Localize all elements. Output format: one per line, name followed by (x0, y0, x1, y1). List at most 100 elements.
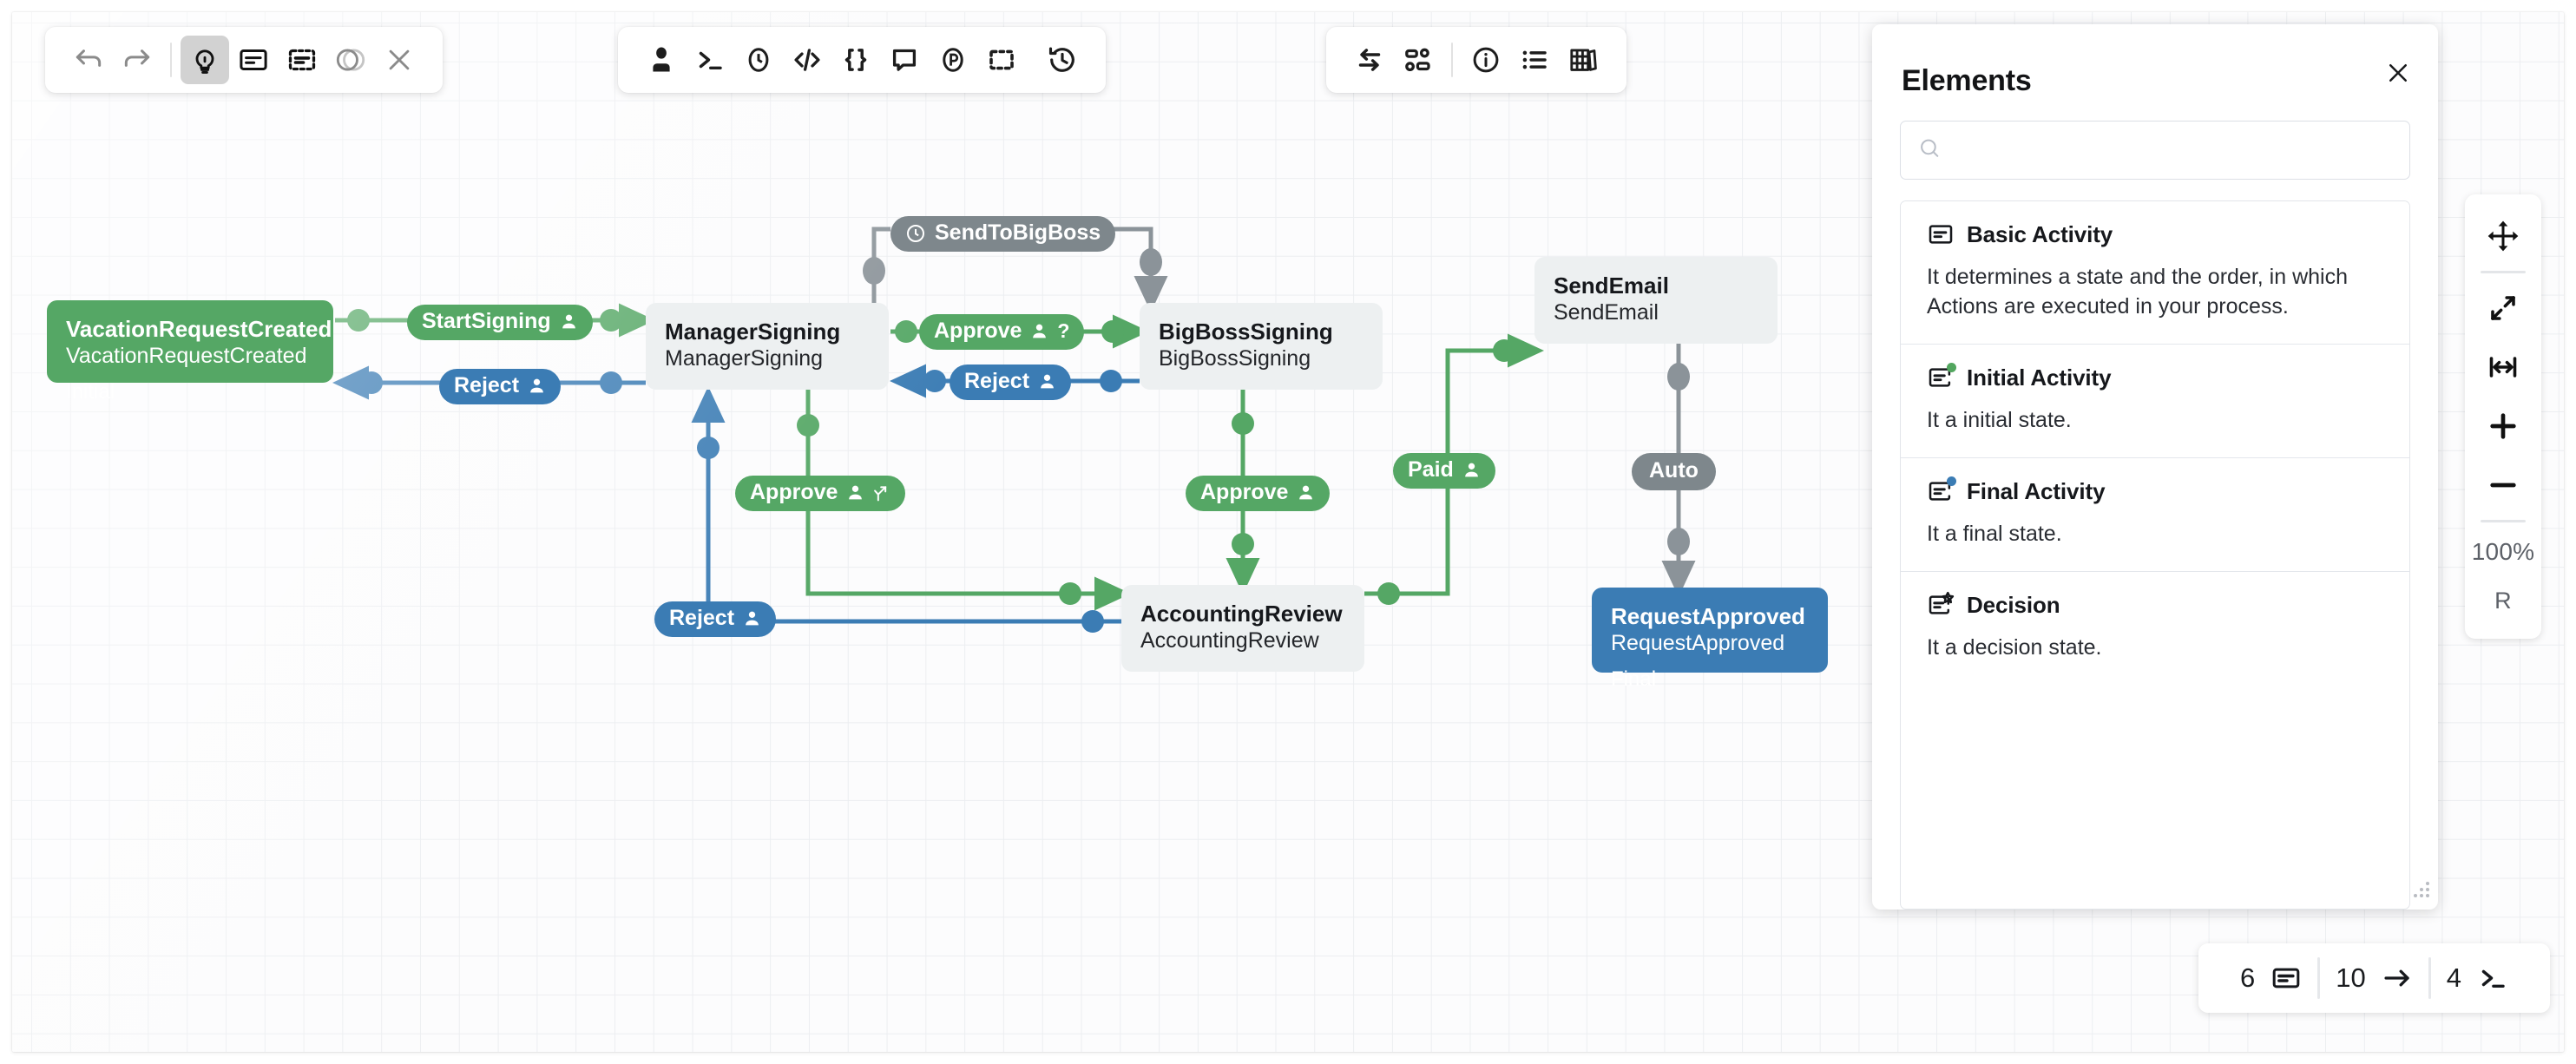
status-activities[interactable]: 6 (2224, 962, 2317, 994)
swap-icon[interactable] (1345, 36, 1394, 84)
select-region-icon[interactable] (278, 36, 326, 84)
terminal-icon (2477, 962, 2508, 994)
zoom-out-icon[interactable] (2474, 456, 2532, 515)
activities-count: 6 (2240, 962, 2256, 993)
element-item-basic-activity[interactable]: Basic Activity It determines a state and… (1901, 201, 2409, 345)
panel-resize-handle[interactable] (2410, 882, 2429, 901)
zoom-level-label: 100% (2471, 538, 2535, 565)
braces-icon[interactable] (831, 36, 880, 84)
main-toolbar (45, 27, 443, 93)
actor-icon[interactable] (637, 36, 686, 84)
fit-width-icon[interactable] (2474, 338, 2532, 397)
actor-icon (560, 312, 578, 331)
view-toolbar (1326, 27, 1626, 93)
transition-startsigning[interactable]: StartSigning (407, 305, 593, 340)
element-description: It determines a state and the order, in … (1927, 265, 2348, 319)
element-header: Final Activity (1927, 476, 2383, 505)
node-title: RequestApproved (1611, 603, 1805, 629)
commands-count: 4 (2446, 962, 2461, 993)
actor-icon (1297, 483, 1315, 502)
element-item-decision[interactable]: Decision It a decision state. (1901, 572, 2409, 685)
element-description: It a decision state. (1927, 635, 2102, 660)
transition-approve-manager-to-bigboss[interactable]: Approve ? (919, 314, 1085, 350)
element-title: Initial Activity (1967, 364, 2112, 391)
parameter-icon[interactable] (929, 36, 977, 84)
activity-node-sendemail[interactable]: SendEmail SendEmail (1534, 257, 1778, 344)
activity-node-vacationrequestcreated[interactable]: VacationRequestCreated VacationRequestCr… (47, 300, 333, 404)
transition-auto[interactable]: Auto (1632, 453, 1716, 490)
close-icon[interactable] (375, 36, 424, 84)
zoom-reset-button[interactable]: R (2494, 587, 2512, 614)
terminal-icon[interactable] (686, 36, 734, 84)
fit-screen-icon[interactable] (2474, 279, 2532, 338)
transition-reject-accounting-to-manager[interactable]: Reject (654, 601, 777, 637)
final-activity-icon (1927, 476, 1956, 505)
transition-label: Paid (1408, 457, 1454, 482)
history-icon[interactable] (1038, 36, 1087, 84)
zoom-divider (2481, 520, 2526, 522)
activity-node-bigbosssigning[interactable]: BigBossSigning BigBossSigning (1140, 303, 1383, 390)
zoom-in-icon[interactable] (2474, 397, 2532, 456)
status-dot (1947, 363, 1956, 372)
element-title: Decision (1967, 591, 2060, 618)
transition-reject-manager-to-created[interactable]: Reject (439, 369, 562, 404)
layout-icon[interactable] (1394, 36, 1442, 84)
activity-node-requestapproved[interactable]: RequestApproved RequestApproved Final (1592, 588, 1828, 691)
activity-icon[interactable] (229, 36, 278, 84)
timer-icon[interactable] (734, 36, 783, 84)
transition-label: Reject (964, 369, 1030, 393)
search-input[interactable] (1949, 138, 2409, 162)
node-title: BigBossSigning (1159, 319, 1333, 345)
status-transitions[interactable]: 10 (2320, 962, 2428, 994)
undo-icon[interactable] (64, 36, 113, 84)
transition-label: Approve (750, 480, 838, 504)
condition-question-icon: ? (1057, 319, 1070, 342)
transition-label: Reject (669, 606, 735, 630)
element-header: Initial Activity (1927, 363, 2383, 391)
activity-node-managersigning[interactable]: ManagerSigning ManagerSigning (646, 303, 889, 390)
transition-paid[interactable]: Paid (1393, 453, 1495, 489)
node-subtitle: BigBossSigning (1159, 345, 1311, 371)
transition-label: Auto (1649, 458, 1699, 483)
code-icon[interactable] (783, 36, 831, 84)
arrow-right-icon (2382, 962, 2413, 994)
zoom-divider (2481, 271, 2526, 273)
search-box[interactable] (1900, 121, 2410, 180)
comment-icon[interactable] (880, 36, 929, 84)
elements-panel: Elements (1872, 24, 2438, 910)
node-kind: Final (1611, 667, 1657, 691)
element-description: It a final state. (1927, 522, 2062, 546)
transition-approve-bigboss-to-accounting[interactable]: Approve (1186, 476, 1331, 511)
info-icon[interactable] (1462, 36, 1510, 84)
element-item-final-activity[interactable]: Final Activity It a final state. (1901, 458, 2409, 572)
transition-sendtobigboss[interactable]: SendToBigBoss (890, 216, 1116, 252)
element-header: Decision (1927, 591, 2383, 619)
zoom-toolbar: 100% R (2465, 194, 2541, 639)
dashed-box-icon[interactable] (977, 36, 1026, 84)
pan-icon[interactable] (2474, 207, 2532, 266)
redo-icon[interactable] (113, 36, 161, 84)
close-icon[interactable] (2381, 56, 2415, 90)
status-commands[interactable]: 4 (2431, 962, 2524, 994)
search-icon (1918, 137, 1941, 164)
contrast-icon[interactable] (326, 36, 375, 84)
transition-approve-manager-to-accounting[interactable]: Approve (735, 476, 906, 511)
toolbar-divider (1451, 43, 1453, 77)
activity-node-accountingreview[interactable]: AccountingReview AccountingReview (1121, 585, 1364, 672)
node-subtitle: SendEmail (1554, 299, 1659, 325)
elements-list: Basic Activity It determines a state and… (1900, 200, 2410, 910)
node-subtitle: AccountingReview (1140, 627, 1319, 653)
status-divider (2428, 957, 2431, 999)
transition-reject-bigboss-to-manager[interactable]: Reject (950, 365, 1072, 400)
library-icon[interactable] (1559, 36, 1607, 84)
node-subtitle: ManagerSigning (665, 345, 824, 371)
element-description: It a initial state. (1927, 408, 2072, 432)
transition-label: SendToBigBoss (935, 220, 1101, 245)
node-subtitle: VacationRequestCreated (66, 343, 307, 368)
node-title: AccountingReview (1140, 601, 1343, 627)
list-icon[interactable] (1510, 36, 1559, 84)
lightbulb-icon[interactable] (181, 36, 229, 84)
element-item-initial-activity[interactable]: Initial Activity It a initial state. (1901, 345, 2409, 458)
element-title: Basic Activity (1967, 220, 2113, 247)
actor-icon (743, 609, 761, 627)
